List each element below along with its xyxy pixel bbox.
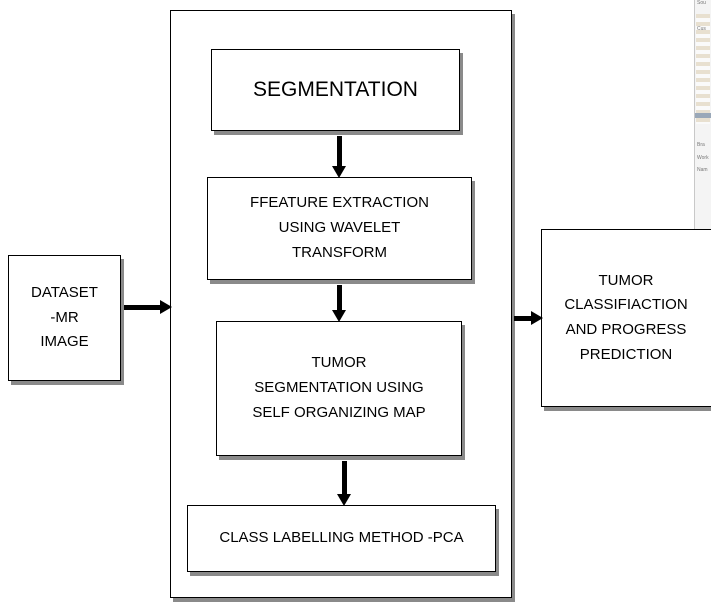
inset-screenshot-fragment: Sou Cus Bra Work Nam	[694, 0, 711, 232]
segmentation-label: SEGMENTATION	[253, 77, 418, 101]
feature-extraction-label: FFEATURE EXTRACTION USING WAVELET TRANSF…	[250, 194, 429, 261]
som-label: TUMOR SEGMENTATION USING SELF ORGANIZING…	[252, 354, 426, 421]
classification-box: TUMOR CLASSIFIACTION AND PROGRESS PREDIC…	[541, 229, 711, 407]
labelling-label: CLASS LABELLING METHOD -PCA	[219, 529, 464, 547]
segmentation-box: SEGMENTATION	[211, 49, 460, 131]
inset-row-strip	[696, 14, 710, 124]
inset-highlight	[695, 113, 711, 118]
inset-line: Sou	[697, 0, 706, 6]
dataset-box: DATASET -MR IMAGE	[8, 255, 121, 381]
inset-line: Work	[697, 155, 709, 161]
inset-line: Bra	[697, 142, 705, 148]
dataset-label: DATASET -MR IMAGE	[31, 283, 98, 351]
inset-line: Nam	[697, 167, 708, 173]
classification-label: TUMOR CLASSIFIACTION AND PROGRESS PREDIC…	[564, 271, 688, 363]
inset-line: Cus	[697, 26, 706, 32]
som-box: TUMOR SEGMENTATION USING SELF ORGANIZING…	[216, 321, 462, 456]
labelling-box: CLASS LABELLING METHOD -PCA	[187, 505, 496, 572]
feature-extraction-box: FFEATURE EXTRACTION USING WAVELET TRANSF…	[207, 177, 472, 280]
